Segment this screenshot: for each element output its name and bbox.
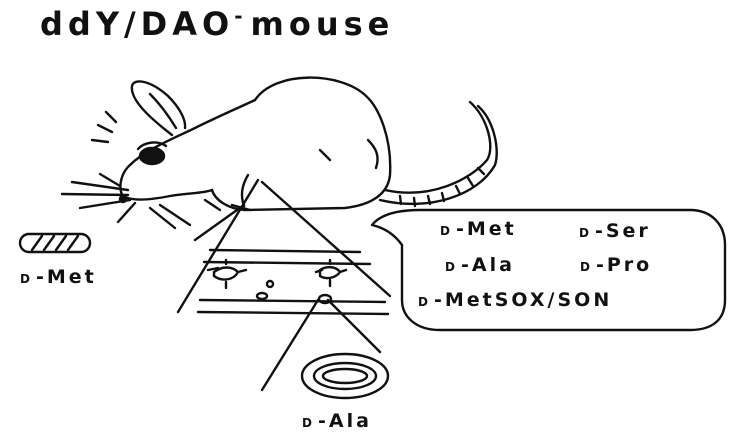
mouse-head (120, 100, 255, 200)
bottom-label: D-Ala (302, 412, 372, 431)
left-pellet (20, 234, 90, 252)
bubble-item-metsox-son: D-MetSOX/SON (418, 291, 612, 310)
bubble-item-ser: D-Ser (579, 222, 651, 241)
mouse-body (212, 78, 390, 210)
zoom-lines (178, 180, 390, 312)
mouse-tail (380, 102, 497, 204)
speech-bubble (372, 210, 725, 330)
bubble-item-pro: D-Pro (580, 256, 652, 275)
bubble-item-met: D-Met (440, 220, 517, 239)
left-label: D-Met (20, 268, 97, 287)
bubble-item-ala: D-Ala (445, 256, 515, 275)
mouse-eye (140, 148, 164, 164)
mouse-ear (132, 81, 185, 135)
